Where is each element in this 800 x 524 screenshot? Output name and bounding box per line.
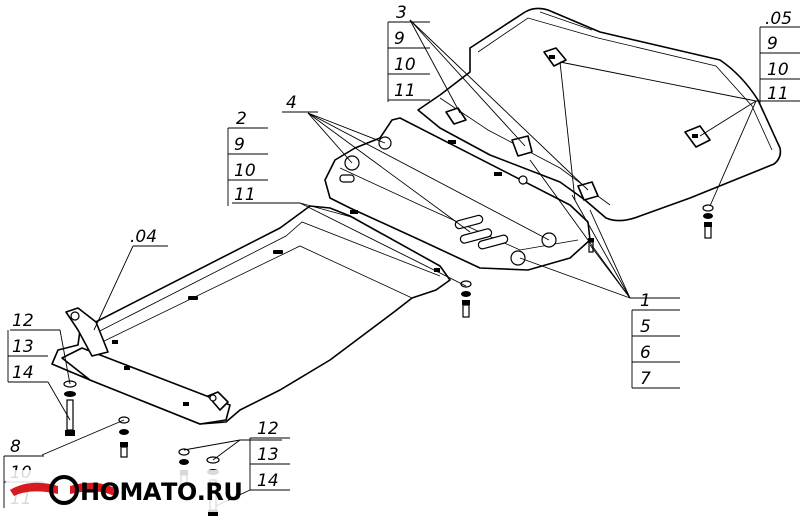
callout-14: 14 — [12, 363, 34, 383]
logo-circle-icon — [49, 475, 79, 505]
callout-8: 8 — [10, 437, 21, 457]
fastener-stack — [118, 416, 130, 458]
callout-group-1: 1 5 6 7 — [631, 291, 680, 389]
callout-group-left: 12 13 14 — [7, 311, 71, 421]
callout-11: 11 — [394, 81, 416, 101]
callout-10: 10 — [394, 55, 416, 75]
callout-5: 5 — [640, 317, 651, 337]
callout-group-top-right: .05 9 10 11 — [759, 9, 800, 104]
callout-9: 9 — [394, 29, 405, 49]
logo-right-wing-icon — [70, 482, 118, 496]
callout-2: 2 — [236, 109, 247, 129]
callout-04-label: .04 — [130, 227, 157, 247]
brand-logo: НОМАТО.RU — [6, 470, 243, 512]
fastener-stack — [588, 238, 594, 253]
callout-3: 3 — [396, 3, 407, 23]
mount-hole — [70, 311, 80, 321]
callout-12: 12 — [257, 419, 279, 439]
logo-brand-text: НОМАТО.RU — [80, 478, 242, 506]
callout-group-bottom: 12 13 14 — [215, 419, 290, 507]
fastener-stack — [702, 204, 714, 239]
callout-group-2: 2 9 10 11 — [227, 109, 268, 206]
oval-slot — [454, 214, 484, 230]
callout-13: 13 — [12, 337, 34, 357]
callout-7: 7 — [640, 369, 651, 389]
leader-lines — [10, 19, 800, 461]
callout-14: 14 — [257, 471, 279, 491]
mount-hole — [209, 394, 217, 402]
bracket-tab — [684, 125, 711, 148]
callout-1: 1 — [640, 291, 651, 311]
mount-hole — [518, 175, 528, 185]
callout-10: 10 — [234, 161, 256, 181]
callout-11: 11 — [234, 185, 256, 205]
logo-left-wing-icon — [10, 482, 58, 496]
callout-04: .04 — [130, 227, 157, 247]
callout-13: 13 — [257, 445, 279, 465]
callout-10: 10 — [767, 60, 789, 80]
callout-6: 6 — [640, 343, 651, 363]
callout-12: 12 — [12, 311, 34, 331]
fastener-stack — [460, 280, 472, 318]
bracket-tab — [511, 135, 533, 157]
callout-group-3: 3 9 10 11 — [387, 3, 430, 102]
oval-slot — [477, 234, 509, 250]
callout-9: 9 — [767, 34, 778, 54]
skid-plate-05 — [417, 7, 782, 222]
callout-9: 9 — [234, 135, 245, 155]
bracket-tab — [543, 47, 567, 67]
callout-11: 11 — [767, 84, 789, 104]
bracket-tab — [445, 107, 467, 125]
fastener-stack — [63, 380, 77, 436]
oval-slot — [459, 228, 493, 244]
mount-hole — [510, 250, 526, 266]
callout-05: .05 — [765, 9, 792, 29]
bracket-tab — [577, 181, 599, 201]
skid-plate-middle — [324, 117, 591, 271]
skid-plate-04 — [51, 205, 451, 425]
callout-4: 4 — [282, 93, 318, 113]
oval-slot — [339, 174, 355, 183]
callout-4-label: 4 — [286, 93, 297, 113]
